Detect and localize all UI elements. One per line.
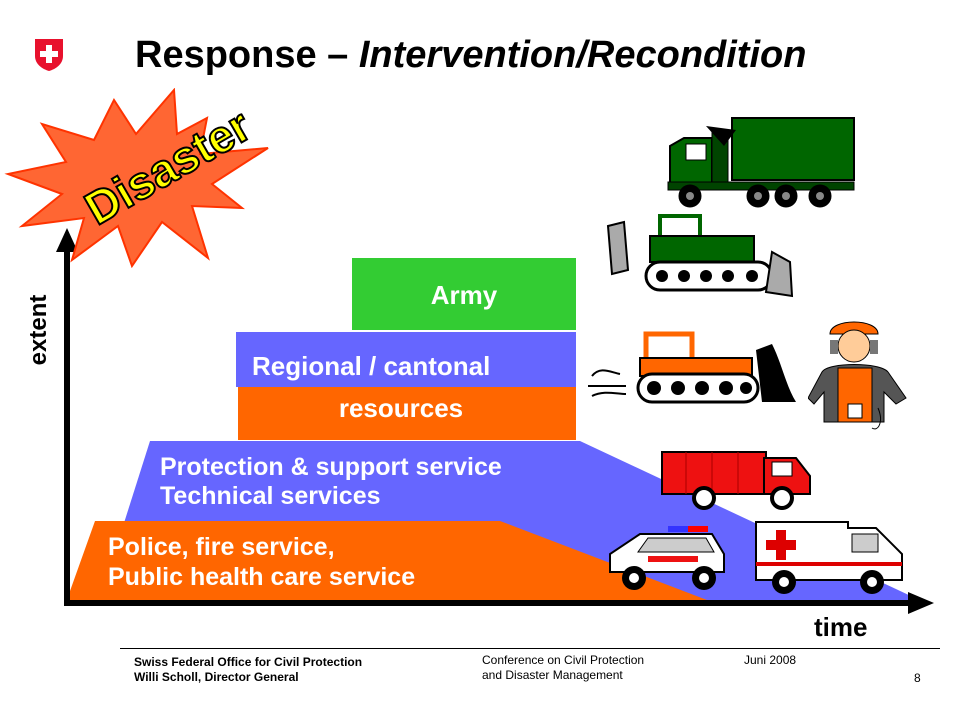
regional-label-line1: Regional / cantonal <box>252 351 491 381</box>
footer-divider <box>120 648 940 649</box>
fire-truck-icon <box>661 451 811 510</box>
regional-band-lower <box>238 386 576 440</box>
footer-date: Juni 2008 <box>744 653 797 667</box>
worker-icon <box>808 321 907 430</box>
ambulance-icon <box>755 521 903 594</box>
orange-bulldozer-icon <box>588 331 796 404</box>
military-truck-icon <box>667 117 855 208</box>
police-label-line1: Police, fire service, <box>108 533 335 561</box>
regional-label-line2: resources <box>338 393 464 423</box>
police-label-line2: Public health care service <box>108 563 416 591</box>
bulldozer-icon <box>606 214 794 298</box>
y-axis-arrowhead <box>56 228 78 252</box>
protection-label-line2: Technical services <box>160 482 381 510</box>
protection-label-line1: Protection & support service <box>160 453 502 481</box>
x-axis-label: time <box>814 612 868 642</box>
police-band <box>65 521 720 605</box>
regional-band-upper <box>236 332 576 387</box>
footer-org-line2: Willi Scholl, Director General <box>134 670 299 684</box>
swiss-emblem-icon <box>35 39 63 71</box>
footer-conf-line1: Conference on Civil Protection <box>482 653 645 667</box>
title-italic: Intervention/Recondition <box>358 34 807 76</box>
title-main: Response – <box>135 34 359 76</box>
page-title: Response – Intervention/Recondition <box>135 34 806 77</box>
army-band <box>352 258 576 330</box>
page-number: 8 <box>914 671 921 685</box>
police-car-icon <box>609 526 725 590</box>
footer-conf-line2: and Disaster Management <box>482 668 623 682</box>
footer-org-line1: Swiss Federal Office for Civil Protectio… <box>134 655 363 669</box>
army-label: Army <box>430 280 498 310</box>
disaster-burst-icon: Disaster <box>4 88 269 268</box>
x-axis-arrowhead <box>908 592 934 614</box>
y-axis-label: extent <box>25 294 52 366</box>
